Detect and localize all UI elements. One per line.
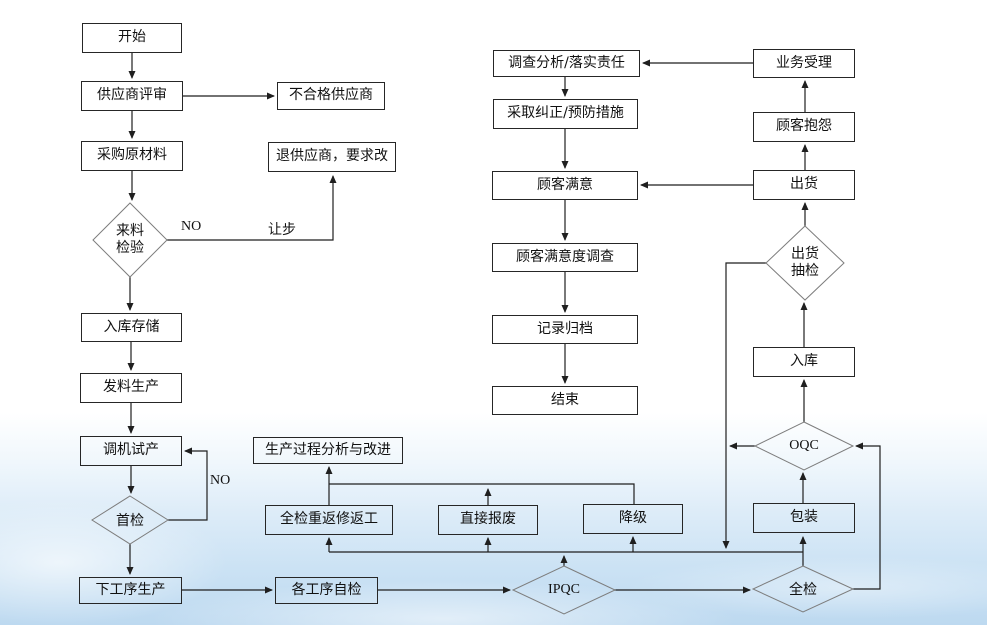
- node-first-inspection: 首检: [92, 496, 168, 544]
- node-record-archive: 记录归档: [492, 315, 638, 344]
- edge-first-inspection-no-loop: [168, 447, 208, 521]
- node-packaging: 包装: [753, 503, 855, 533]
- node-return-to-supplier: 退供应商，要求改: [268, 142, 396, 172]
- node-shipment-sampling-label: 出货抽检: [791, 246, 819, 279]
- edge-sampling-no-down-to-bus: [722, 262, 766, 549]
- node-shipment-label: 出货: [790, 176, 818, 193]
- node-full-inspection-rework: 全检重返修返工: [265, 505, 393, 535]
- node-warehouse-in: 入库: [753, 347, 855, 377]
- node-customer-satisfaction: 顾客满意: [492, 171, 638, 200]
- node-customer-satisfaction-label: 顾客满意: [537, 176, 593, 193]
- node-warehouse-storage: 入库存储: [81, 313, 182, 342]
- node-next-process-production-label: 下工序生产: [95, 581, 166, 598]
- node-oqc-label: OQC: [789, 438, 819, 453]
- node-direct-scrap: 直接报废: [438, 505, 538, 535]
- edge-label-first-check-no: NO: [210, 473, 231, 488]
- node-satisfaction-survey-label: 顾客满意度调查: [516, 248, 614, 265]
- edge-full-inspection-to-oqc: [853, 442, 881, 590]
- node-return-to-supplier-label: 退供应商，要求改: [276, 148, 388, 165]
- edge-label-concession: 让步: [268, 222, 296, 238]
- node-production-process-improvement-label: 生产过程分析与改进: [265, 441, 391, 458]
- node-supplier-review: 供应商评审: [81, 81, 183, 111]
- node-investigation-responsibility: 调查分析/落实责任: [493, 50, 640, 77]
- oqc-diamond: [753, 421, 855, 471]
- node-satisfaction-survey: 顾客满意度调查: [492, 243, 638, 272]
- shipment-sampling-diamond: [765, 225, 845, 301]
- node-incoming-inspection-label: 来料检验: [116, 223, 144, 256]
- node-corrective-preventive-action: 采取纠正/预防措施: [493, 99, 638, 129]
- node-oqc: OQC: [755, 422, 853, 470]
- node-customer-complaint-label: 顾客抱怨: [776, 118, 832, 135]
- node-end: 结束: [492, 386, 638, 415]
- node-issue-materials-production-label: 发料生产: [103, 379, 159, 396]
- node-record-archive-label: 记录归档: [537, 320, 593, 337]
- node-ipqc-label: IPQC: [548, 582, 580, 597]
- node-business-acceptance: 业务受理: [753, 49, 855, 78]
- incoming-inspection-diamond: [92, 202, 168, 278]
- node-unqualified-supplier: 不合格供应商: [277, 82, 385, 110]
- full-inspection-diamond: [751, 565, 855, 613]
- node-downgrade: 降级: [583, 504, 683, 534]
- node-investigation-responsibility-label: 调查分析/落实责任: [508, 54, 625, 71]
- node-issue-materials-production: 发料生产: [80, 373, 182, 403]
- node-direct-scrap-label: 直接报废: [460, 511, 516, 528]
- node-packaging-label: 包装: [790, 509, 818, 526]
- node-warehouse-in-label: 入库: [790, 353, 818, 370]
- node-purchase-raw-materials-label: 采购原材料: [97, 147, 167, 164]
- node-start: 开始: [82, 23, 182, 53]
- node-shipment: 出货: [753, 170, 855, 200]
- ipqc-diamond: [511, 565, 617, 615]
- node-ipqc: IPQC: [513, 566, 615, 614]
- node-incoming-inspection: 来料检验: [93, 203, 167, 277]
- node-full-inspection-rework-label: 全检重返修返工: [280, 511, 378, 528]
- node-each-process-self-check-label: 各工序自检: [291, 581, 362, 598]
- node-each-process-self-check: 各工序自检: [275, 577, 378, 604]
- node-production-process-improvement: 生产过程分析与改进: [253, 437, 403, 464]
- node-end-label: 结束: [551, 391, 579, 408]
- node-downgrade-label: 降级: [619, 510, 647, 527]
- node-machine-trial-production-label: 调机试产: [103, 442, 159, 459]
- node-start-label: 开始: [118, 29, 146, 46]
- node-business-acceptance-label: 业务受理: [776, 54, 832, 71]
- node-full-inspection: 全检: [753, 566, 853, 612]
- first-inspection-diamond: [91, 495, 169, 545]
- node-supplier-review-label: 供应商评审: [97, 87, 167, 104]
- node-customer-complaint: 顾客抱怨: [753, 112, 855, 142]
- node-full-inspection-label: 全检: [789, 582, 817, 598]
- node-warehouse-storage-label: 入库存储: [103, 318, 160, 335]
- node-first-inspection-label: 首检: [116, 513, 144, 529]
- edge-upper-bus-line: [329, 483, 635, 504]
- node-unqualified-supplier-label: 不合格供应商: [289, 87, 373, 104]
- node-machine-trial-production: 调机试产: [80, 436, 182, 466]
- node-corrective-preventive-action-label: 采取纠正/预防措施: [507, 105, 624, 122]
- node-shipment-sampling: 出货抽检: [766, 226, 844, 300]
- node-next-process-production: 下工序生产: [79, 577, 182, 604]
- edge-label-incoming-no: NO: [181, 219, 202, 234]
- edge-incoming-no-to-return-supplier: [167, 175, 337, 241]
- node-purchase-raw-materials: 采购原材料: [81, 141, 183, 171]
